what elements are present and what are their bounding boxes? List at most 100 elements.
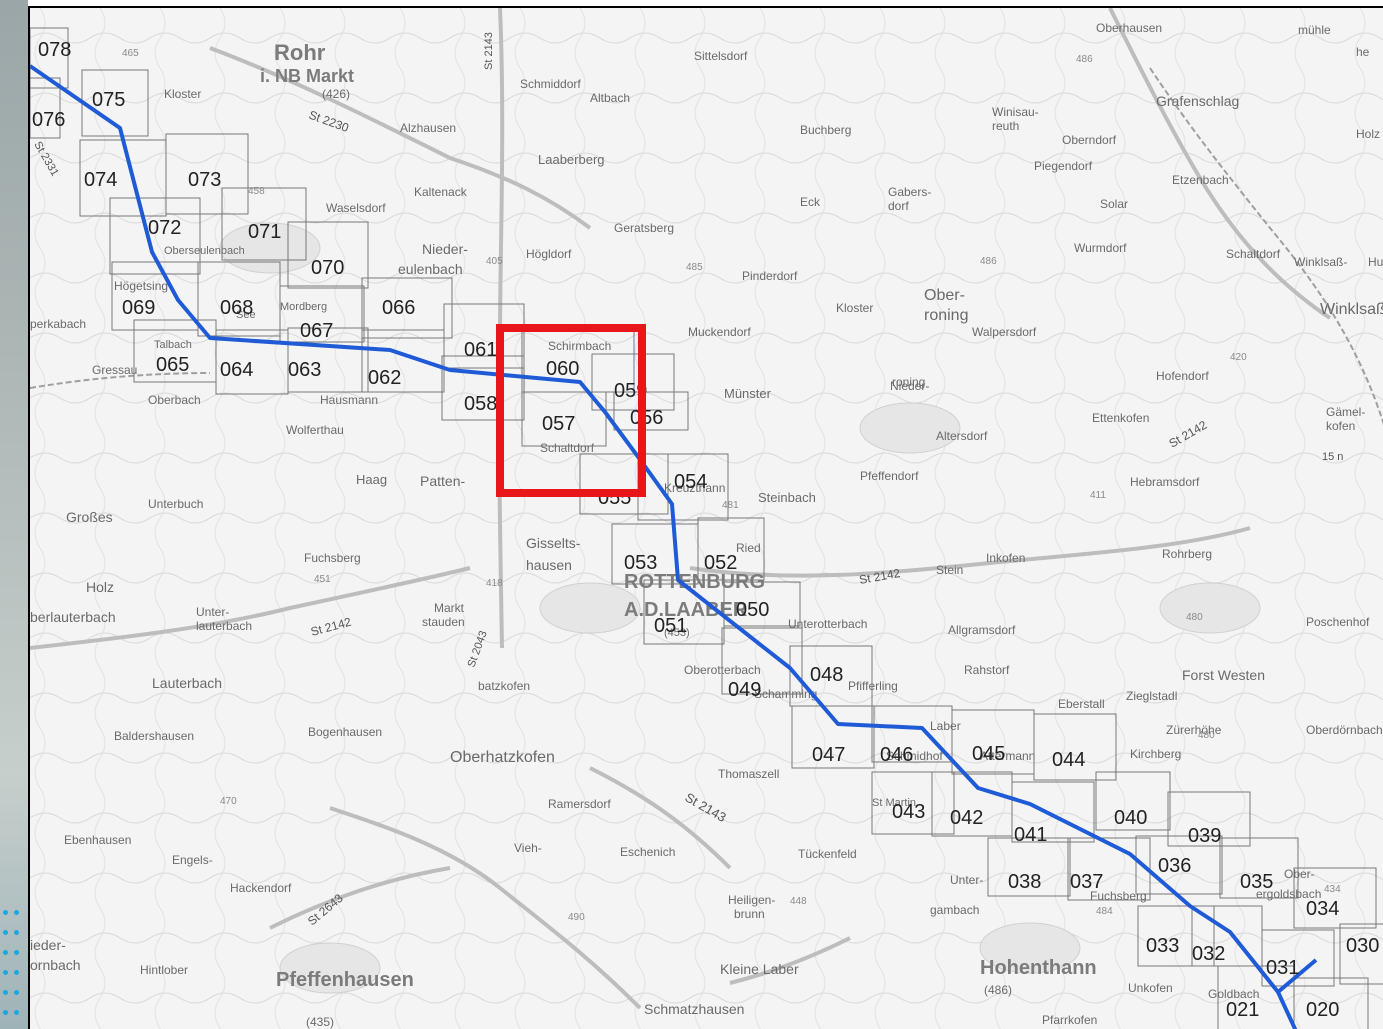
place-label: Holz [1356, 127, 1380, 141]
sheet-box-043[interactable] [871, 771, 955, 835]
place-label: (486) [984, 983, 1012, 997]
place-label: Ebenhausen [64, 833, 131, 847]
place-label: Ramersdorf [548, 797, 611, 811]
place-label: Winklsaß [1320, 301, 1383, 318]
sheet-box-031[interactable] [1261, 929, 1335, 987]
place-label: Unterotterbach [788, 617, 867, 631]
place-label: Gämel- [1326, 405, 1365, 419]
place-label: Stein [936, 563, 963, 577]
sheet-box-057[interactable] [521, 391, 607, 447]
route-line [30, 64, 1318, 1029]
sheet-box-047[interactable] [791, 705, 875, 769]
place-label: lauterbach [196, 619, 252, 633]
place-label: Laber [930, 719, 961, 733]
place-label: Oberhatzkofen [450, 749, 555, 766]
place-label: perkabach [30, 317, 86, 331]
sheet-label-032: 032 [1192, 943, 1225, 965]
place-label: Eschenich [620, 845, 675, 859]
elevation-label: 411 [1090, 490, 1106, 501]
sheet-box-041[interactable] [1011, 781, 1095, 843]
sheet-grid [30, 27, 1383, 1029]
place-label: Gisselts- [526, 535, 581, 551]
sheet-box-055[interactable] [579, 453, 669, 515]
settlement-area-4 [1159, 582, 1261, 634]
sheet-box-070[interactable] [287, 221, 369, 289]
road-label: St 2143 [483, 32, 495, 70]
sheet-label-070: 070 [311, 257, 344, 279]
place-label: i. NB Markt [260, 66, 354, 86]
route-branch[interactable] [1276, 958, 1318, 994]
place-label: Schirmbach [548, 339, 611, 353]
place-label: mühle [1298, 23, 1331, 37]
place-label: Högldorf [526, 247, 572, 261]
sheet-box-039[interactable] [1167, 791, 1251, 847]
place-label: Rohr [274, 40, 326, 65]
sheet-box-050[interactable] [723, 581, 801, 627]
place-label: Attermann [980, 749, 1035, 763]
sheet-box-067[interactable] [279, 285, 365, 343]
place-label: Poschenhof [1306, 615, 1370, 629]
sheet-box-038[interactable] [987, 837, 1071, 897]
place-label: Pfeffenhausen [276, 969, 414, 991]
elevation-label: 486 [1076, 54, 1093, 65]
sheet-box-078[interactable] [30, 27, 69, 89]
place-label: Pfeffendorf [860, 469, 919, 483]
place-label: Allgramsdorf [948, 623, 1016, 637]
place-label: Kleine Laber [720, 961, 799, 977]
place-label: Schaltdorf [1226, 247, 1281, 261]
sheet-box-049[interactable] [721, 627, 803, 695]
sheet-box-044[interactable] [1033, 713, 1117, 781]
left-dot-7 [14, 970, 19, 975]
road-8 [729, 936, 851, 985]
elevation-label: 448 [790, 896, 807, 907]
place-label: Pfifferling [848, 679, 898, 693]
sheet-box-034[interactable] [1293, 867, 1377, 929]
sheet-box-033[interactable] [1137, 905, 1215, 967]
sheet-label-021: 021 [1226, 999, 1259, 1021]
place-label: Oberhausen [1096, 21, 1162, 35]
place-label: berlauterbach [30, 609, 116, 625]
place-label: Forst Westen [1182, 667, 1265, 683]
sheet-box-073[interactable] [165, 133, 249, 215]
elevation-label: 480 [1186, 612, 1203, 623]
route-path[interactable] [30, 64, 1298, 1029]
road-4 [329, 806, 642, 1010]
road-2 [30, 566, 471, 650]
sheet-box-071[interactable] [221, 187, 307, 261]
sheet-label-065: 065 [156, 354, 189, 376]
sheet-label-058: 058 [464, 393, 497, 415]
place-label: Münster [724, 386, 772, 401]
road-label: 15 n [1322, 451, 1343, 463]
place-label: Rohrberg [1162, 547, 1212, 561]
sheet-label-047: 047 [812, 744, 845, 766]
sheet-label-062: 062 [368, 367, 401, 389]
sheet-box-072[interactable] [109, 197, 201, 275]
sheet-box-059[interactable] [591, 353, 675, 411]
sheet-box-056[interactable] [613, 391, 689, 431]
place-label: gambach [930, 903, 979, 917]
elevation-label: 486 [980, 256, 997, 267]
sheet-box-030[interactable] [1339, 923, 1383, 985]
sheet-label-056: 056 [630, 407, 663, 429]
sheet-box-058[interactable] [441, 355, 525, 421]
sheet-label-030: 030 [1346, 935, 1379, 957]
place-label: Schmatzhausen [644, 1001, 744, 1017]
sheet-box-063[interactable] [287, 327, 369, 393]
sheet-box-052[interactable] [697, 517, 765, 581]
sheet-box-020[interactable] [1293, 977, 1369, 1029]
sheet-label-061: 061 [464, 339, 497, 361]
sheet-label-039: 039 [1188, 825, 1221, 847]
sheet-box-040[interactable] [1095, 771, 1171, 831]
sheet-box-061[interactable] [443, 303, 525, 369]
place-label: Hausmann [320, 393, 378, 407]
sheet-label-031: 031 [1266, 957, 1299, 979]
place-label: Etzenbach [1172, 173, 1229, 187]
place-label: stauden [422, 615, 465, 629]
place-label: Laaberberg [538, 152, 605, 167]
highlight-box[interactable] [496, 324, 646, 497]
adjacent-map-strip [0, 0, 28, 1029]
sheet-box-066[interactable] [361, 277, 453, 339]
